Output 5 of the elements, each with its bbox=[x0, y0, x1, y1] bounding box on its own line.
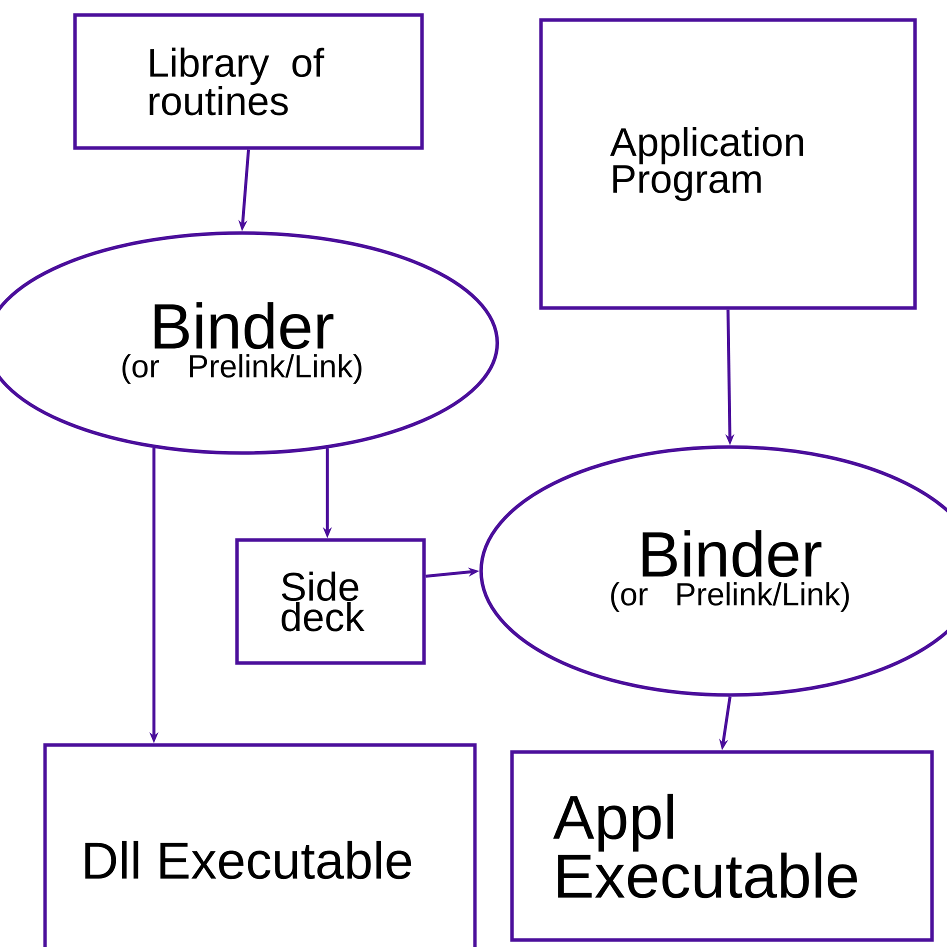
process-box: Library of routines bbox=[73, 13, 424, 150]
process-box: Appl Executable bbox=[510, 750, 934, 942]
process-box: Application Program bbox=[539, 18, 917, 310]
process-box: Side deck bbox=[235, 538, 426, 665]
process-box: Dll Executable bbox=[43, 743, 477, 947]
